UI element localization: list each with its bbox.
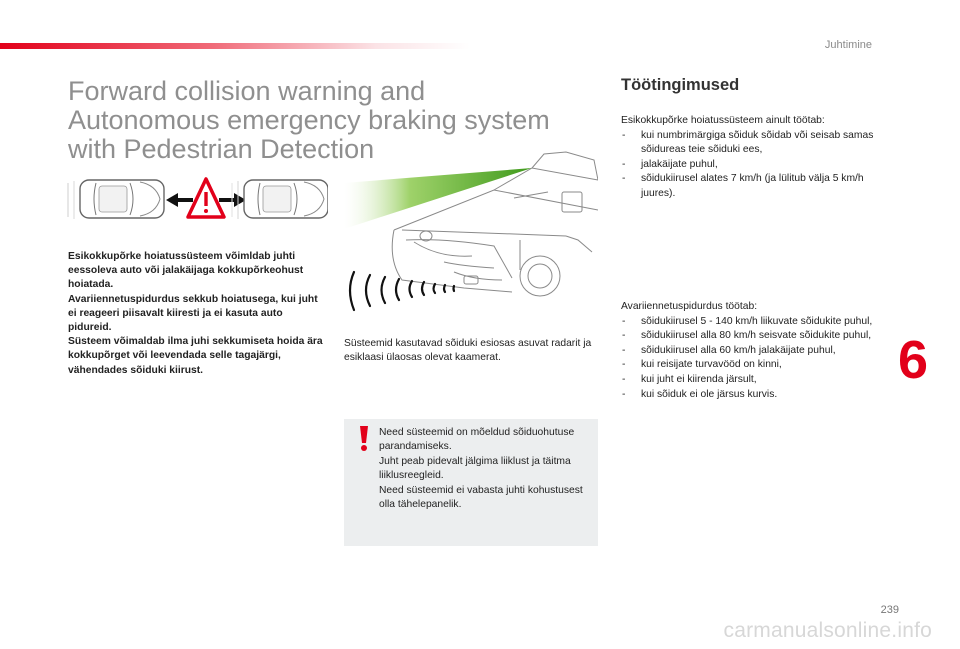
collision-warning-illustration bbox=[67, 177, 328, 219]
intro-paragraph: Avariiennetuspidurdus sekkub hoiatusega,… bbox=[68, 293, 318, 334]
aeb-intro: Avariiennetuspidurdus töötab: bbox=[621, 301, 758, 312]
section-heading: Töötingimused bbox=[621, 76, 740, 94]
radar-waves-icon bbox=[348, 270, 456, 312]
warning-line: Need süsteemid ei vabasta juhti kohustus… bbox=[379, 484, 583, 511]
list-item: sõidukiirusel 5 - 140 km/h liikuvate sõi… bbox=[621, 315, 886, 330]
intro-paragraph: Süsteem võimaldab ilma juhi sekkumiseta … bbox=[68, 336, 323, 376]
title-line: with Pedestrian Detection bbox=[68, 134, 375, 164]
list-item: kui juht ei kiirenda järsult, bbox=[621, 373, 886, 388]
warning-triangle-icon bbox=[186, 177, 226, 219]
page-number: 239 bbox=[880, 604, 899, 616]
list-item: sõidukiirusel alla 60 km/h jalakäijate p… bbox=[621, 344, 886, 359]
warning-line: Juht peab pidevalt jälgima liiklust ja t… bbox=[379, 455, 571, 482]
sensors-description: Süsteemid kasutavad sõiduki esiosas asuv… bbox=[344, 338, 592, 364]
front-car-icon bbox=[231, 179, 328, 219]
page-title: Forward collision warning and Autonomous… bbox=[68, 77, 588, 164]
list-item: kui reisijate turvavööd on kinni, bbox=[621, 358, 886, 373]
warning-line: Need süsteemid on mõeldud sõiduohutuse p… bbox=[379, 427, 575, 453]
list-item: kui numbrimärgiga sõiduk sõidab või seis… bbox=[621, 129, 886, 158]
list-item: sõidukiirusel alla 80 km/h seisvate sõid… bbox=[621, 329, 886, 344]
warning-note: Need süsteemid on mõeldud sõiduohutuse p… bbox=[344, 419, 598, 546]
list-item: kui sõiduk ei ole järsus kurvis. bbox=[621, 388, 886, 403]
aeb-conditions: Avariiennetuspidurdus töötab: sõidukiiru… bbox=[621, 300, 886, 402]
chapter-number: 6 bbox=[897, 330, 929, 390]
exclamation-icon bbox=[360, 426, 368, 451]
aeb-list: sõidukiirusel 5 - 140 km/h liikuvate sõi… bbox=[621, 315, 886, 403]
warning-text: Need süsteemid on mõeldud sõiduohutuse p… bbox=[379, 426, 584, 512]
list-item: sõidukiirusel alates 7 km/h (ja lülitub … bbox=[621, 172, 886, 201]
list-item: jalakäijate puhul, bbox=[621, 158, 886, 173]
fcw-list: kui numbrimärgiga sõiduk sõidab või seis… bbox=[621, 129, 886, 202]
title-line: Forward collision warning and bbox=[68, 76, 426, 106]
camera-beam bbox=[344, 168, 532, 229]
fcw-conditions: Esikokkupõrke hoiatussüsteem ainult tööt… bbox=[621, 114, 886, 202]
chapter-name: Juhtimine bbox=[824, 39, 872, 51]
rear-car-icon bbox=[67, 179, 165, 219]
header-accent-bar bbox=[0, 43, 470, 49]
title-line: Autonomous emergency braking system bbox=[68, 105, 550, 135]
intro-paragraph: Esikokkupõrke hoiatussüsteem võimldab ju… bbox=[68, 251, 304, 291]
van-front-icon bbox=[391, 151, 598, 297]
watermark: carmanualsonline.info bbox=[723, 619, 932, 642]
intro-text: Esikokkupõrke hoiatussüsteem võimldab ju… bbox=[68, 250, 328, 378]
van-sensors-illustration bbox=[344, 151, 598, 312]
fcw-intro: Esikokkupõrke hoiatussüsteem ainult tööt… bbox=[621, 115, 825, 126]
